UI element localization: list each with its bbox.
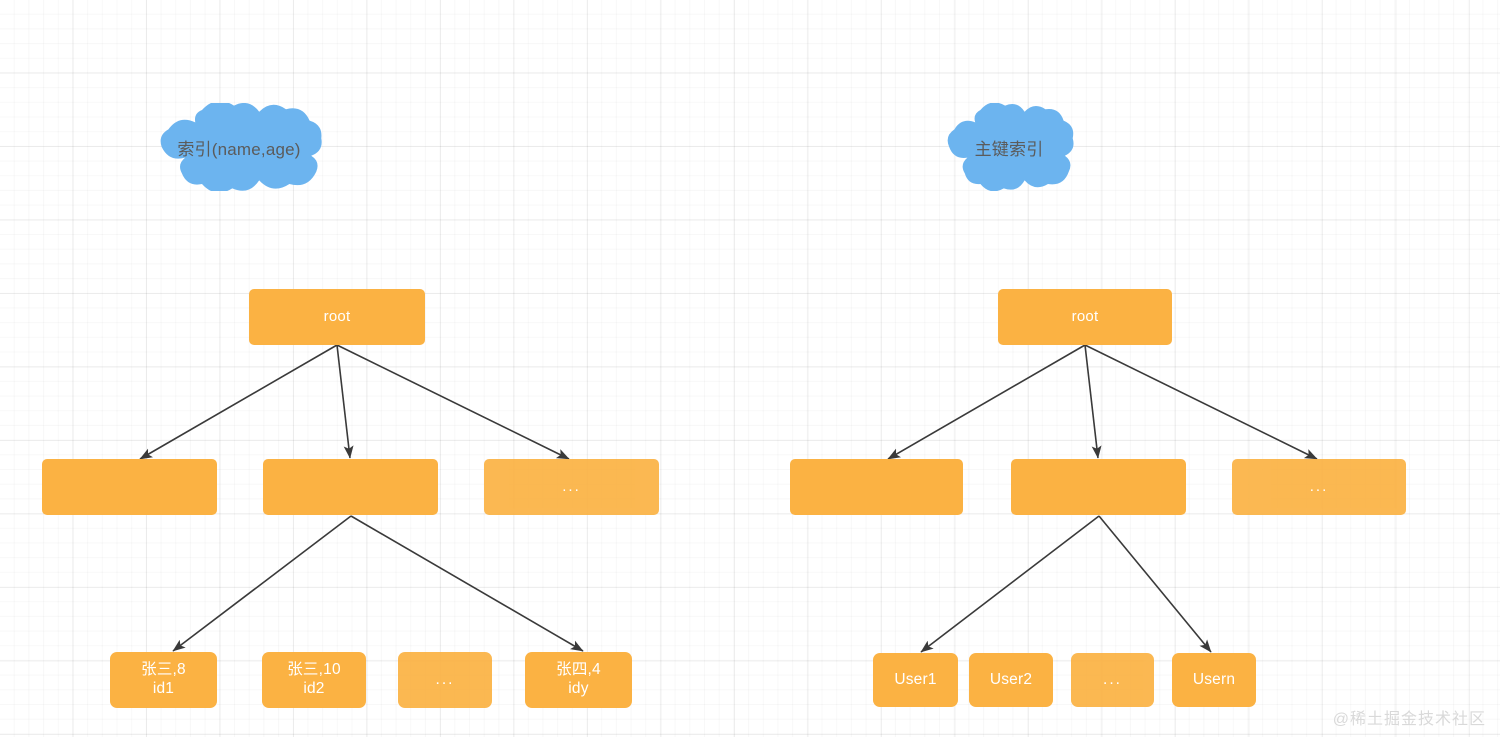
cloud-label: 索引(name,age): [177, 139, 301, 159]
secondary-index-cloud[interactable]: 索引(name,age): [155, 103, 323, 191]
watermark: @稀土掘金技术社区: [1332, 711, 1486, 728]
secondary-index-leaf-node-2[interactable]: ...: [398, 652, 492, 708]
primary-index-root-node-0[interactable]: root: [998, 289, 1172, 345]
secondary-index-leaf-node-0[interactable]: 张三,8 id1: [110, 652, 217, 708]
node-label: root: [323, 307, 351, 325]
primary-index-leaf-node-0[interactable]: User1: [873, 653, 958, 707]
primary-index-leaf-node-3[interactable]: Usern: [1172, 653, 1256, 707]
secondary-index-leaf-node-1[interactable]: 张三,10 id2: [262, 652, 366, 708]
primary-index-cloud[interactable]: 主键索引: [944, 103, 1074, 191]
node-label: ...: [1309, 477, 1329, 495]
cloud-shape-icon: [160, 103, 322, 191]
primary-index-leaf-node-2[interactable]: ...: [1071, 653, 1154, 707]
node-label: root: [1071, 307, 1099, 325]
node-label: 张四,4 idy: [556, 661, 601, 697]
secondary-index-root-node-0[interactable]: root: [249, 289, 425, 345]
secondary-index-mid-leaf-edge-1: [350, 515, 584, 652]
node-label: 张三,10 id2: [287, 661, 341, 697]
primary-index-root-mid-edge-1: [1084, 344, 1102, 459]
primary-index-root-mid-edge-2: [1084, 344, 1318, 460]
node-label: User1: [894, 670, 937, 688]
secondary-index-mid-node-2[interactable]: ...: [484, 459, 659, 515]
cloud-label: 主键索引: [974, 139, 1044, 159]
primary-index-leaf-node-1[interactable]: User2: [969, 653, 1053, 707]
node-label: Usern: [1192, 670, 1236, 688]
secondary-index-leaf-node-3[interactable]: 张四,4 idy: [525, 652, 632, 708]
primary-index-mid-node-2[interactable]: ...: [1232, 459, 1406, 515]
secondary-index-root-mid-edge-1: [336, 344, 354, 459]
secondary-index-mid-node-1[interactable]: [263, 459, 438, 515]
cloud-shape-icon: [947, 103, 1074, 191]
secondary-index-root-mid-edge-0: [139, 344, 338, 460]
primary-index-mid-node-0[interactable]: [790, 459, 963, 515]
secondary-index-mid-node-0[interactable]: [42, 459, 217, 515]
node-label: User2: [989, 670, 1033, 688]
primary-index-mid-node-1[interactable]: [1011, 459, 1186, 515]
node-label: ...: [435, 670, 455, 688]
node-label: ...: [1103, 670, 1122, 688]
primary-index-root-mid-edge-0: [887, 344, 1086, 460]
secondary-index-root-mid-edge-2: [336, 344, 570, 460]
secondary-index-mid-leaf-edge-0: [172, 515, 352, 652]
primary-index-mid-leaf-edge-1: [1098, 515, 1212, 653]
primary-index-mid-leaf-edge-0: [920, 515, 1100, 653]
node-label: 张三,8 id1: [141, 661, 186, 697]
node-label: ...: [562, 477, 581, 495]
